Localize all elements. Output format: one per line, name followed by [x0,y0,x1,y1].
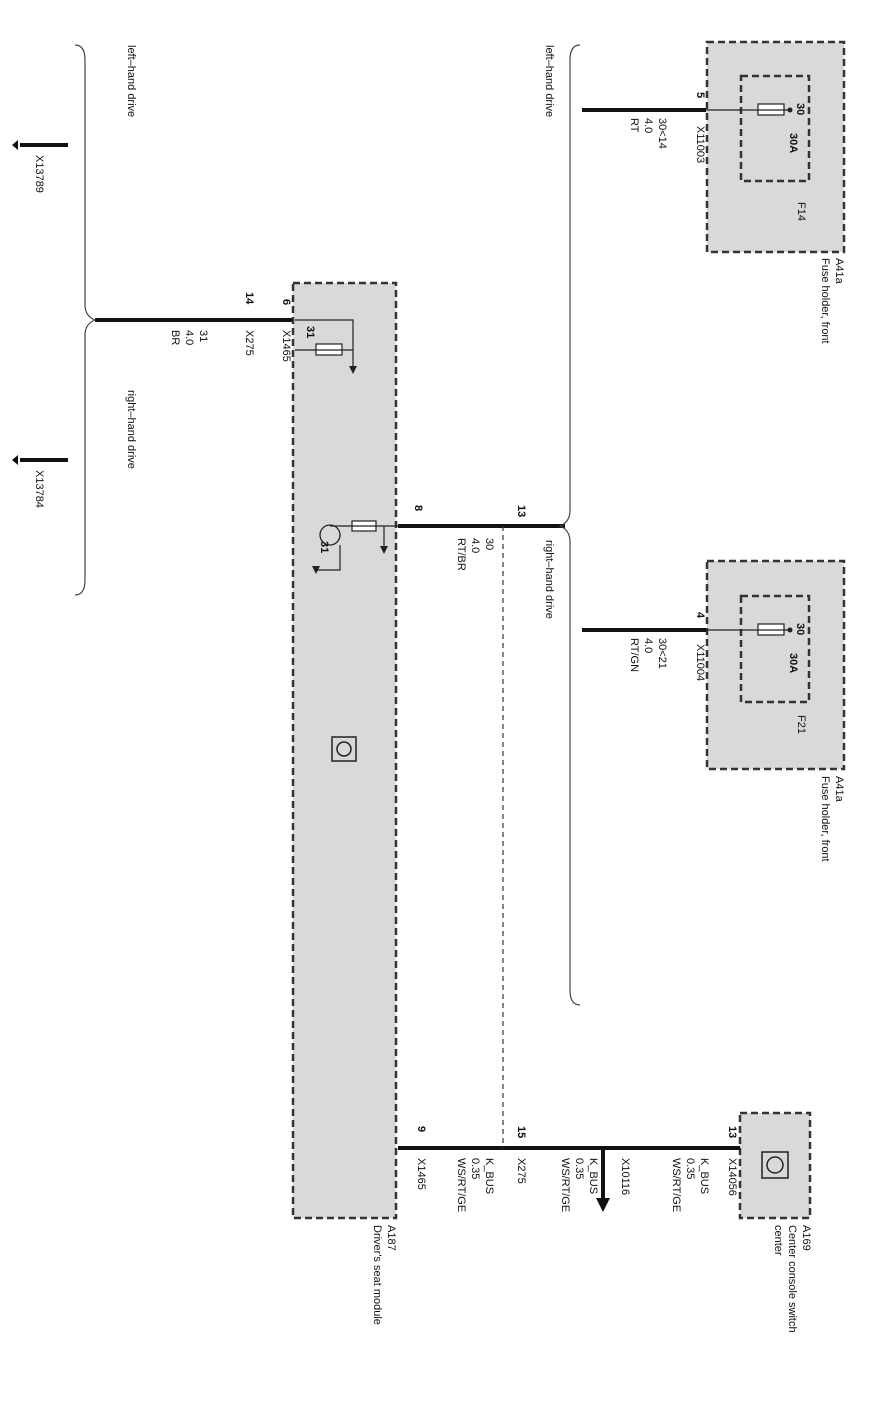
w3-mid-pin: 15 [515,1126,527,1138]
w3-gauge: 0.35 [684,1158,696,1179]
console-module-box [738,1111,812,1220]
seat-module[interactable] [291,281,400,1220]
ground-x13784-icon [12,455,18,465]
w5-connector-module: X1465 [280,330,292,362]
fuse-f14-inner-box [739,74,811,183]
w3-connector: X14056 [726,1158,738,1196]
variant-rhd-top: right–hand drive [543,540,555,619]
w3-color: WS/RT/GE [670,1158,682,1212]
console-module-id: A169 [800,1225,812,1251]
console-module[interactable] [738,1111,812,1220]
seat-motor-ground-icon [312,566,320,574]
console-module-name-2: center [772,1225,784,1256]
seat-ground-pin: 31 [304,326,316,338]
fuse-f14-label: F14 [795,202,807,221]
w2-gauge: 4.0 [642,638,654,653]
w3-mid-color: WS/RT/GE [559,1158,571,1212]
w1-gauge: 4.0 [642,118,654,133]
fuse-holder-f14-id: A41a [833,258,845,285]
w3-bottom-connector: X1465 [415,1158,427,1190]
k-bus-splice-arrow-icon [596,1198,610,1212]
fuse-f21-label: F21 [795,715,807,734]
variant-lhd-top: left–hand drive [543,45,555,117]
w3-mid-gauge: 0.35 [573,1158,585,1179]
seat-module-id: A187 [385,1225,397,1251]
w4-pin-bottom: 8 [412,505,424,511]
fuse-holder-f21-name: Fuse holder, front [819,776,831,862]
fuse-holder-f14-name: Fuse holder, front [819,258,831,344]
fuse-f21-pin-dot [787,627,793,633]
w4-gauge: 4.0 [469,538,481,553]
w2-connector: X11004 [694,644,706,681]
w3-circuit: K_BUS [698,1158,710,1194]
fuse-holder-f21-id: A41a [833,776,845,803]
console-module-name-1: Center console switch [786,1225,798,1333]
w3-mid-connector: X275 [515,1158,527,1184]
w3-splice-connector: X10116 [619,1158,631,1195]
fuse-f21-pin-label: 30 [794,623,806,635]
w4-color: RT/BR [455,538,467,571]
w1-pin: 5 [694,92,706,98]
ground-x13789-label: X13789 [33,155,45,193]
variant-rhd-bottom: right–hand drive [125,390,137,469]
w5-color: BR [169,330,181,345]
w5-pin-x275: 14 [243,292,255,305]
seat-motor-icon [319,524,341,546]
fuse-f21-rating-label: 30A [787,653,799,673]
w5-connector-x275: X275 [243,330,255,356]
w3-bottom-pin: 9 [415,1126,427,1132]
w4-circuit: 30 [483,538,495,550]
fuse-f14-rating-label: 30A [787,133,799,153]
w5-pin-module: 6 [280,299,292,305]
w3-mid-circuit: K_BUS [587,1158,599,1194]
w3-bottom-circuit: K_BUS [483,1158,495,1194]
w2-color: RT/GN [628,638,640,672]
w1-color: RT [628,118,640,133]
fuse-holder-f21[interactable] [700,559,846,771]
ground-x13789-icon [12,140,18,150]
seat-motor-ground-trace [316,545,341,571]
w3-bottom-color: WS/RT/GE [455,1158,467,1212]
seat-control-unit-icon [331,736,357,762]
w1-circuit: 30<14 [656,118,668,149]
w2-pin: 4 [694,612,706,619]
seat-ground-trace [295,319,354,370]
w1-connector: X11003 [694,126,706,163]
seat-module-box [291,281,398,1220]
fuse-holder-f21-box [705,559,846,771]
brace-bottom [74,44,97,596]
fuse-f21-inner-box [739,594,811,704]
console-control-unit-icon [761,1151,789,1179]
seat-ground-arrow-icon [349,366,357,374]
w3-pin: 13 [726,1126,738,1138]
variant-lhd-bottom: left–hand drive [125,45,137,117]
fuse-f14-pin-dot [787,107,793,113]
w4-pin-top: 13 [515,505,527,517]
fuse-f14-pin-label: 30 [794,103,806,115]
brace-top [558,44,581,1006]
fuse-holder-f14-box [705,40,846,254]
w3-bottom-gauge: 0.35 [469,1158,481,1179]
console-control-unit-circle [766,1156,784,1174]
w5-gauge: 4.0 [183,330,195,345]
seat-motor-pin: 31 [318,541,330,553]
seat-motor-arrow-icon [380,546,388,554]
ground-x13784-label: X13784 [33,470,45,508]
w5-circuit: 31 [197,330,209,342]
seat-module-name: Driver's seat module [371,1225,383,1325]
seat-control-unit-circle [336,741,352,757]
fuse-holder-f14[interactable] [700,40,846,254]
w2-circuit: 30<21 [656,638,668,669]
